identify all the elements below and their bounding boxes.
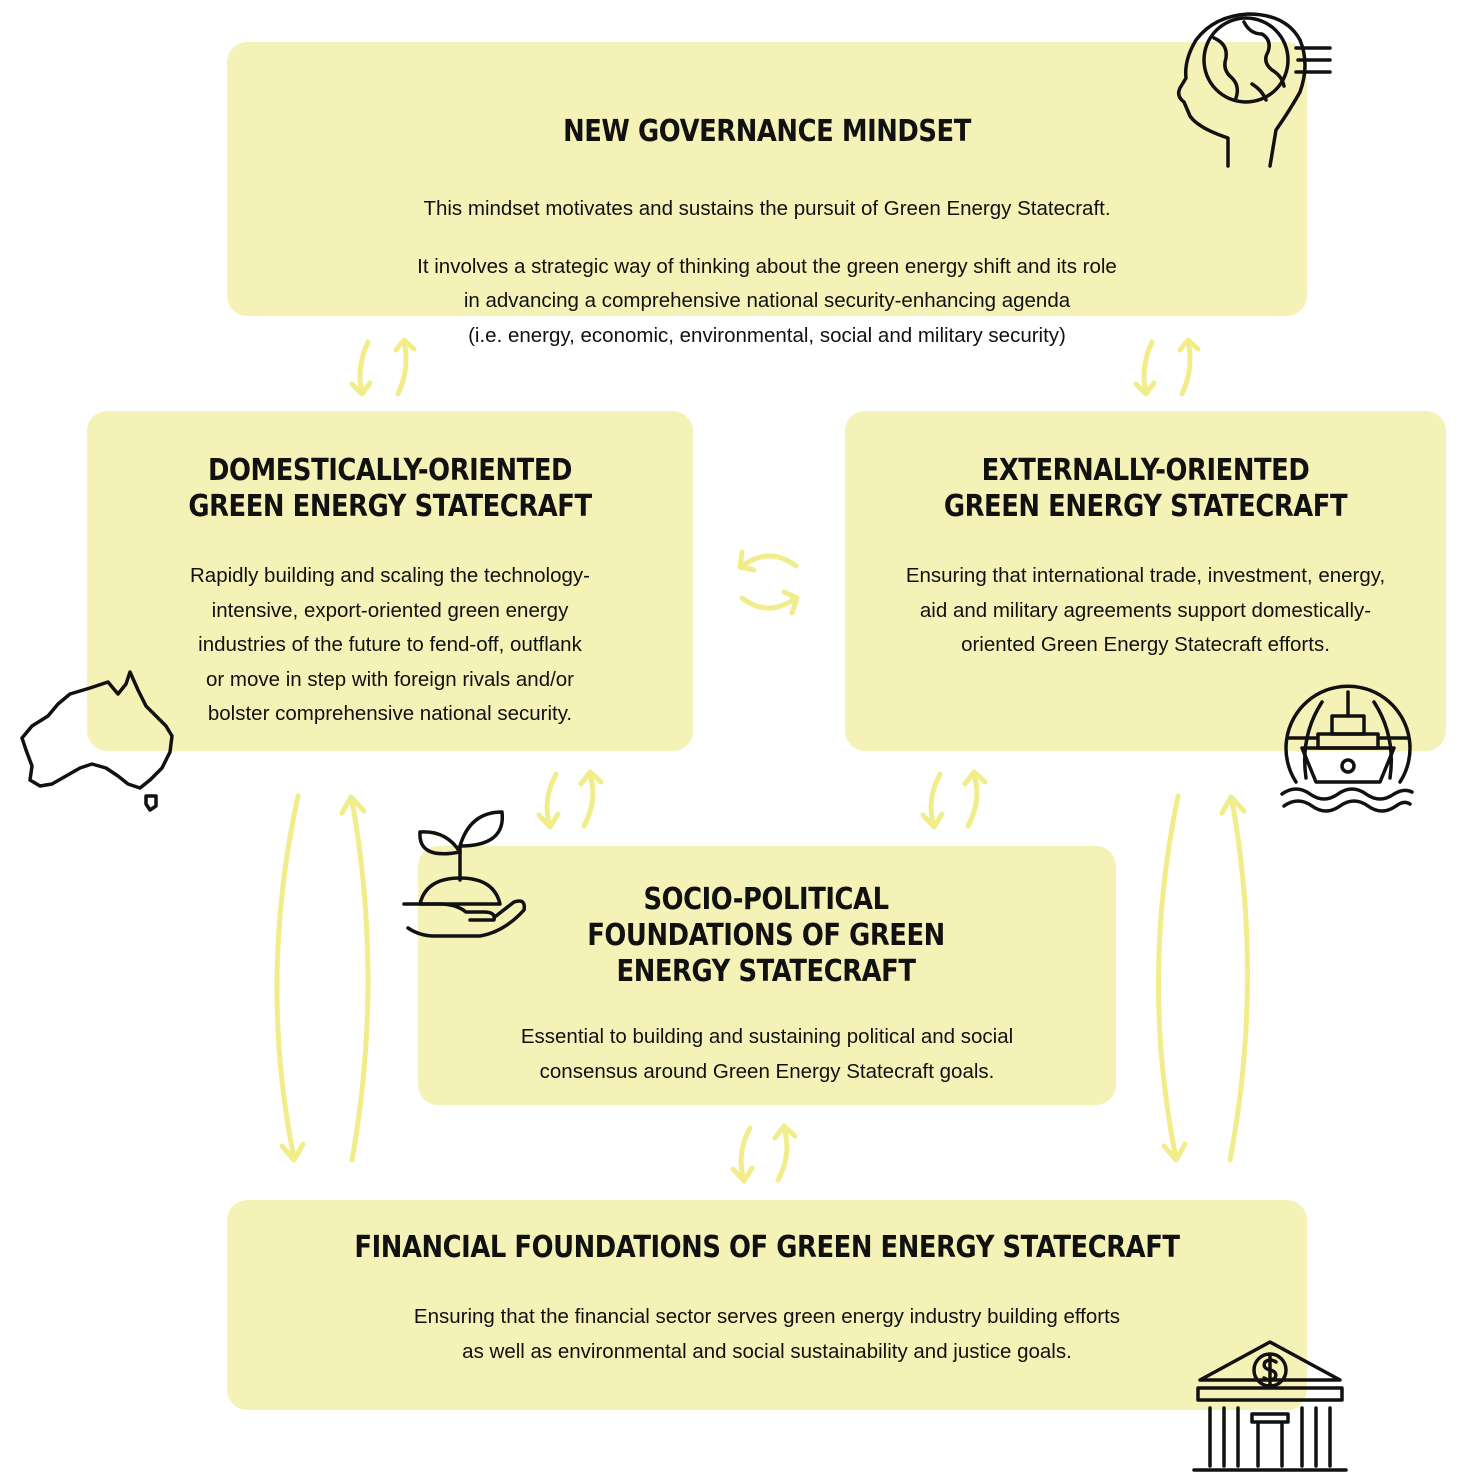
head-globe-icon <box>1176 12 1332 168</box>
socio-title-line: FOUNDATIONS OF GREEN <box>587 918 945 953</box>
domestic-body-line: or move in step with foreign rivals and/… <box>205 667 575 691</box>
governance-paragraph-2-line: It involves a strategic way of thinking … <box>417 254 1117 278</box>
governance-title: NEW GOVERNANCE MINDSET <box>563 114 971 149</box>
domestic-title-line: DOMESTICALLY-ORIENTED <box>207 453 573 488</box>
governance-paragraph-2-line: in advancing a comprehensive national se… <box>463 289 1071 312</box>
arrow-domestic-financial <box>274 793 371 1163</box>
arrow-governance-domestic <box>349 337 417 397</box>
domestic-body-line: intensive, export-oriented green energy <box>211 598 569 622</box>
governance-mindset-box: NEW GOVERNANCE MINDSET This mindset moti… <box>227 42 1307 347</box>
arrow-domestic-external <box>737 549 800 616</box>
domestic-title-line: GREEN ENERGY STATECRAFT <box>188 489 592 524</box>
external-body-line: Ensuring that international trade, inves… <box>905 564 1386 587</box>
financial-title: FINANCIAL FOUNDATIONS OF GREEN ENERGY ST… <box>354 1230 1180 1265</box>
socio-title: SOCIO-POLITICAL FOUNDATIONS OF GREEN ENE… <box>466 882 1066 990</box>
domestic-statecraft-box: DOMESTICALLY-ORIENTED GREEN ENERGY STATE… <box>87 411 693 751</box>
bank-dollar-icon <box>1192 1340 1348 1472</box>
arrow-governance-external <box>1133 337 1201 397</box>
arrow-external-socio <box>920 769 988 830</box>
socio-title-line: ENERGY STATECRAFT <box>616 954 916 989</box>
external-body-line: aid and military agreements support dome… <box>919 598 1372 622</box>
external-body: Ensuring that international trade, inves… <box>845 559 1446 663</box>
socio-political-box: SOCIO-POLITICAL FOUNDATIONS OF GREEN ENE… <box>418 846 1116 1105</box>
external-title-line: EXTERNALLY-ORIENTED <box>981 453 1310 488</box>
plant-in-hand-icon <box>402 810 527 938</box>
governance-paragraph-1: This mindset motivates and sustains the … <box>423 197 1111 220</box>
domestic-title: DOMESTICALLY-ORIENTED GREEN ENERGY STATE… <box>129 453 650 525</box>
socio-body-line: Essential to building and sustaining pol… <box>520 1025 1014 1048</box>
domestic-body-line: industries of the future to fend-off, ou… <box>198 633 582 656</box>
financial-body-line: as well as environmental and social sust… <box>462 1339 1072 1363</box>
governance-paragraph-2-line: (i.e. energy, economic, environmental, s… <box>468 323 1066 347</box>
governance-paragraph-2: It involves a strategic way of thinking … <box>227 250 1307 354</box>
australia-map-icon <box>20 670 174 812</box>
socio-title-line: SOCIO-POLITICAL <box>643 882 889 917</box>
arrow-socio-financial <box>730 1123 798 1184</box>
external-title-line: GREEN ENERGY STATECRAFT <box>943 489 1348 524</box>
arrow-domestic-socio <box>536 769 604 830</box>
arrow-external-financial <box>1156 793 1250 1163</box>
socio-body-line: consensus around Green Energy Statecraft… <box>539 1059 995 1083</box>
external-body-line: oriented Green Energy Statecraft efforts… <box>961 633 1330 656</box>
external-statecraft-box: EXTERNALLY-ORIENTED GREEN ENERGY STATECR… <box>845 411 1446 751</box>
financial-foundations-box: FINANCIAL FOUNDATIONS OF GREEN ENERGY ST… <box>227 1200 1307 1410</box>
financial-body-line: Ensuring that the financial sector serve… <box>413 1305 1121 1328</box>
globe-ship-icon <box>1280 684 1414 813</box>
domestic-body: Rapidly building and scaling the technol… <box>87 559 693 732</box>
domestic-body-line: bolster comprehensive national security. <box>207 702 573 725</box>
domestic-body-line: Rapidly building and scaling the technol… <box>189 564 590 587</box>
external-title: EXTERNALLY-ORIENTED GREEN ENERGY STATECR… <box>887 453 1404 525</box>
financial-body: Ensuring that the financial sector serve… <box>227 1300 1307 1369</box>
socio-body: Essential to building and sustaining pol… <box>418 1020 1116 1089</box>
